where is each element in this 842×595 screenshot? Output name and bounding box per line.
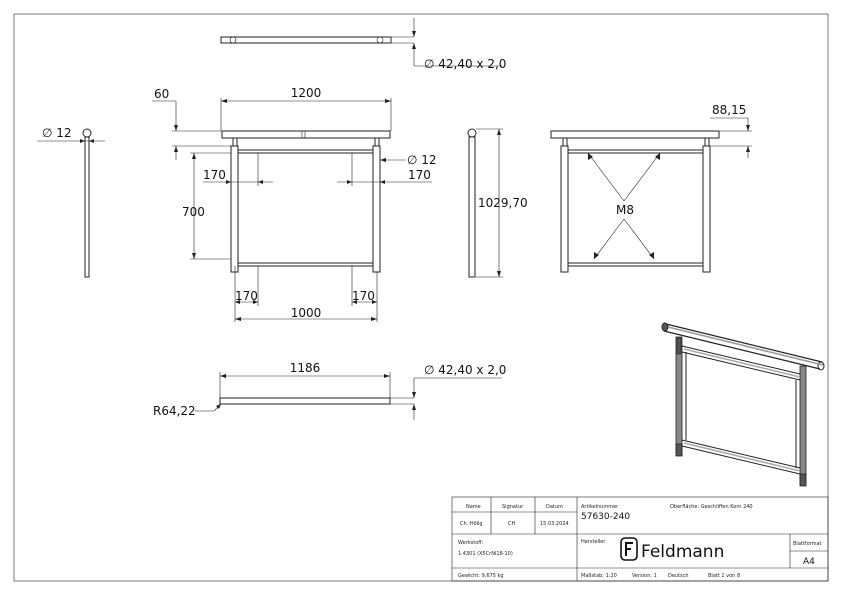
side-view: 1029,70	[467, 128, 528, 278]
format-value: A4	[803, 557, 815, 567]
format-label: Blattformat	[793, 541, 822, 547]
article-value: 57630-240	[581, 512, 630, 522]
front-post-diameter-label: ∅ 12	[407, 153, 437, 167]
date-value: 15.03.2024	[540, 521, 569, 527]
isometric-view	[661, 322, 825, 487]
tube-radius-label: R64,22	[153, 404, 196, 418]
tube-diameter-label: ∅ 42,40 x 2,0	[424, 363, 506, 377]
front-dim-170-bottom-right: 170	[352, 289, 375, 303]
back-dim-label: 88,15	[712, 103, 746, 117]
front-offset-label: 60	[154, 87, 169, 101]
side-height-label: 1029,70	[478, 196, 528, 210]
version-text: Version: 1	[632, 573, 657, 579]
weight-text: Gewicht: 9,675 kg	[458, 573, 504, 579]
signature-label: Signatur	[502, 504, 524, 510]
article-label: Artikelnummer	[581, 504, 619, 510]
front-dim-170-top-right: 170	[408, 168, 431, 182]
surface-label: Oberfläche: Geschliffen Korn 240	[670, 504, 753, 510]
date-label: Datum	[546, 504, 563, 510]
left-post-diameter-label: ∅ 12	[42, 126, 72, 140]
name-label: Name	[466, 504, 481, 510]
signature-value: CH	[508, 521, 515, 527]
top-tube-view: ∅ 42,40 x 2,0	[220, 18, 506, 71]
thread-label: M8	[616, 203, 634, 217]
front-height-label: 700	[182, 205, 205, 219]
front-bottom-width-label: 1000	[291, 306, 322, 320]
material-label: Werkstoff:	[458, 540, 484, 546]
top-tube-diameter-label: ∅ 42,40 x 2,0	[424, 57, 506, 71]
front-dim-170-top-left: 170	[203, 168, 226, 182]
back-view: M8 88,15	[550, 103, 752, 273]
logo-text: Feldmann	[641, 542, 724, 562]
tube-length-label: 1186	[290, 361, 321, 375]
scale-text: Maßstab: 1:20	[581, 573, 617, 579]
material-value: 1.4301 (X5CrNi18-10)	[458, 551, 513, 557]
sheet-text: Blatt 1 von 8	[708, 573, 740, 579]
front-width-label: 1200	[291, 86, 322, 100]
left-post-view: ∅ 12	[37, 126, 105, 278]
tube-length-view: 1186 ∅ 42,40 x 2,0 R64,22	[153, 361, 506, 420]
feldmann-logo-icon	[620, 537, 638, 561]
title-block: Name Signatur Datum Ch. Hölig CH 15.03.2…	[451, 496, 829, 582]
language-text: Deutsch	[668, 573, 689, 579]
name-value: Ch. Hölig	[460, 521, 483, 527]
manufacturer-label: Hersteller	[581, 539, 606, 545]
front-dim-170-bottom-left: 170	[235, 289, 258, 303]
front-view: 1200 60 170 170 ∅ 12 700	[152, 86, 437, 322]
sheet-border	[13, 13, 829, 582]
